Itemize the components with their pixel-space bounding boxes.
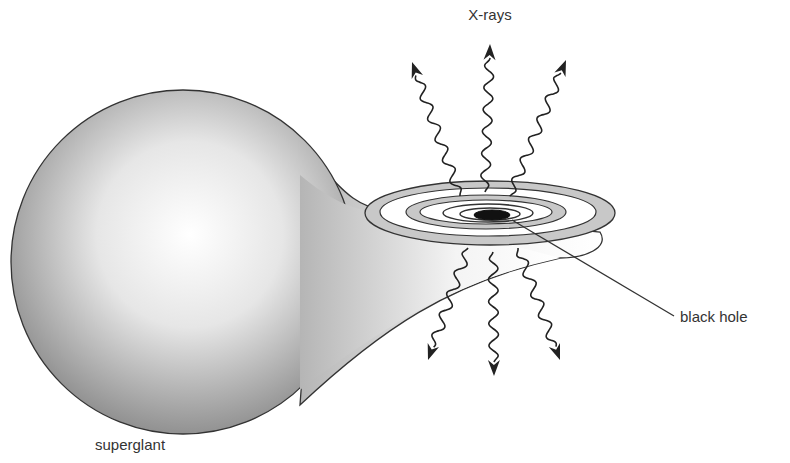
arrowhead bbox=[554, 60, 566, 77]
arrowhead bbox=[412, 62, 423, 79]
accretion-disk bbox=[365, 181, 615, 245]
x-ray-wave bbox=[510, 73, 561, 196]
disk-spiral bbox=[443, 204, 533, 222]
arrowhead bbox=[549, 343, 560, 360]
disk-spiral bbox=[460, 208, 520, 220]
arrowhead bbox=[484, 44, 496, 60]
arrowhead bbox=[428, 343, 439, 360]
x-ray-wave bbox=[481, 58, 494, 192]
x-ray-group bbox=[412, 44, 566, 376]
x-ray-wave bbox=[488, 252, 498, 362]
supergiant-label: superglant bbox=[95, 436, 165, 454]
black-hole-label: black hole bbox=[680, 308, 748, 326]
disk-ring bbox=[380, 188, 596, 236]
arrowhead bbox=[488, 360, 500, 376]
x-ray-label: X-rays bbox=[468, 6, 511, 24]
mass-stream bbox=[300, 162, 602, 405]
x-ray-wave bbox=[415, 75, 461, 196]
leader-line bbox=[512, 220, 674, 316]
disk-ring bbox=[420, 200, 552, 224]
disk-ring bbox=[406, 195, 566, 229]
x-ray-wave bbox=[517, 248, 556, 347]
x-ray-wave bbox=[432, 248, 468, 347]
black-hole bbox=[474, 210, 510, 220]
stream-blend bbox=[300, 175, 560, 390]
